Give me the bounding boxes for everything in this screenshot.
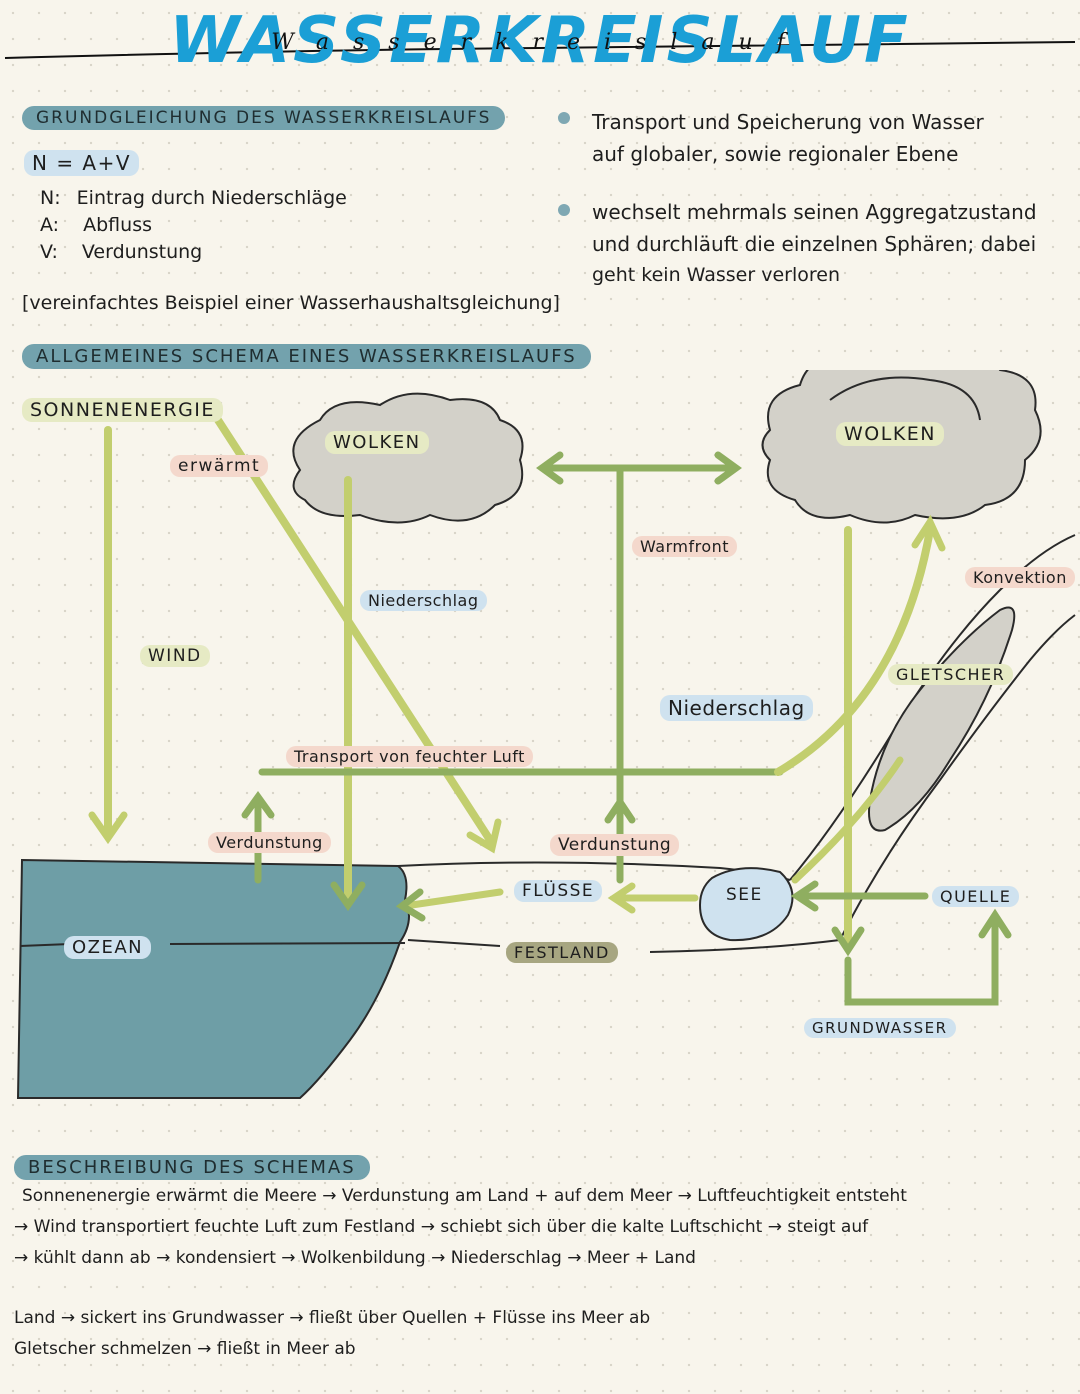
page-title: WASSERKREISLAUF	[169, 4, 911, 78]
land-bottom-line	[407, 939, 841, 953]
label-verdunstung-right: Verdunstung	[550, 834, 680, 856]
arrow-fluesse-ocean	[401, 888, 504, 910]
description-line-1: Sonnenenergie erwärmt die Meere → Verdun…	[22, 1186, 907, 1206]
bullet-2-line-3: geht kein Wasser verloren	[592, 264, 840, 286]
label-warmfront: Warmfront	[632, 536, 738, 557]
label-wolken-right: WOLKEN	[836, 422, 945, 446]
equation-note: [vereinfachtes Beispiel einer Wasserhaus…	[22, 292, 560, 314]
arrow-sun-down-head	[88, 811, 128, 845]
title-rule	[4, 41, 1076, 59]
label-ozean: OZEAN	[64, 936, 152, 959]
label-see: SEE	[726, 885, 763, 905]
label-wolken-left: WOLKEN	[325, 431, 429, 454]
equation-heading: GRUNDGLEICHUNG DES WASSERKREISLAUFS	[22, 106, 506, 130]
arrow-convection	[774, 526, 934, 776]
label-quelle: QUELLE	[932, 886, 1020, 907]
arrow-see-fluesse-head	[607, 882, 636, 914]
bullet-dot	[558, 204, 570, 216]
label-festland: FESTLAND	[506, 942, 618, 963]
definition-n: N: Eintrag durch Niederschläge	[40, 187, 347, 209]
mountain-line-2	[839, 614, 1076, 941]
bullet-dot	[558, 112, 570, 124]
lake-shape	[698, 867, 794, 942]
arrow-warmfront-right-head	[714, 451, 742, 485]
arrow-glacier-flow	[791, 756, 904, 884]
arrow-fluesse-ocean-head	[395, 888, 426, 922]
label-fluesse: FLÜSSE	[514, 880, 603, 902]
definition-key: A:	[40, 214, 60, 236]
label-gletscher: GLETSCHER	[888, 664, 1014, 685]
definition-key: N:	[40, 187, 61, 209]
arrow-groundwater-head	[978, 908, 1012, 939]
label-niederschlag-right: Niederschlag	[660, 695, 813, 721]
definition-text: Abfluss	[83, 214, 152, 236]
description-line-5: Gletscher schmelzen → fließt in Meer ab	[14, 1339, 356, 1359]
bullet-2-line-2: und durchläuft die einzelnen Sphären; da…	[592, 232, 1037, 256]
label-konvektion: Konvektion	[965, 567, 1075, 588]
label-verdunstung-left: Verdunstung	[208, 832, 331, 853]
bullet-2-line-1: wechselt mehrmals seinen Aggregatzustand	[592, 200, 1037, 224]
cloud-left	[292, 392, 524, 524]
schema-heading: ALLGEMEINES SCHEMA EINES WASSERKREISLAUF…	[22, 344, 591, 369]
arrow-precip-left-head	[330, 881, 366, 912]
label-wind: WIND	[140, 645, 210, 667]
label-grundwasser: GRUNDWASSER	[804, 1018, 956, 1038]
arrow-evap-left-head	[241, 791, 275, 819]
arrow-warmfront-left-head	[536, 451, 564, 485]
definition-text: Verdunstung	[81, 241, 203, 263]
label-niederschlag-left: Niederschlag	[360, 590, 487, 611]
description-line-2: → Wind transportiert feuchte Luft zum Fe…	[14, 1217, 869, 1237]
ocean-shape	[16, 858, 410, 1099]
label-erwaermt: erwärmt	[170, 455, 269, 477]
arrow-precip-right-head	[831, 926, 865, 957]
label-transport: Transport von feuchter Luft	[286, 746, 533, 767]
equation-formula: N = A+V	[24, 150, 140, 176]
arrow-convection-head	[911, 514, 946, 552]
page-title-handwritten: Wasserkreislauf	[271, 30, 809, 55]
definition-a: A: Abfluss	[40, 214, 152, 236]
description-line-4: Land → sickert ins Grundwasser → fließt …	[14, 1308, 651, 1328]
definition-text: Eintrag durch Niederschläge	[76, 187, 347, 209]
bullet-1-line-1: Transport und Speicherung von Wasser	[592, 110, 984, 134]
definition-v: V: Verdunstung	[40, 241, 202, 263]
cloud-right	[761, 370, 1042, 524]
arrow-quelle-see-head	[790, 880, 819, 912]
bullet-1-line-2: auf globaler, sowie regionaler Ebene	[592, 142, 959, 166]
arrow-diagonal-head	[466, 818, 502, 854]
description-line-3: → kühlt dann ab → kondensiert → Wolkenbi…	[14, 1248, 696, 1268]
ocean-surface-line	[19, 942, 406, 947]
arrow-evap-right-head	[604, 795, 636, 824]
water-cycle-diagram	[16, 370, 1076, 1099]
definition-key: V:	[40, 241, 58, 263]
label-sonnenenergie: SONNENENERGIE	[22, 398, 223, 422]
glacier-shape	[868, 606, 1016, 832]
description-heading: BESCHREIBUNG DES SCHEMAS	[14, 1155, 370, 1180]
arrow-groundwater	[844, 916, 999, 1006]
